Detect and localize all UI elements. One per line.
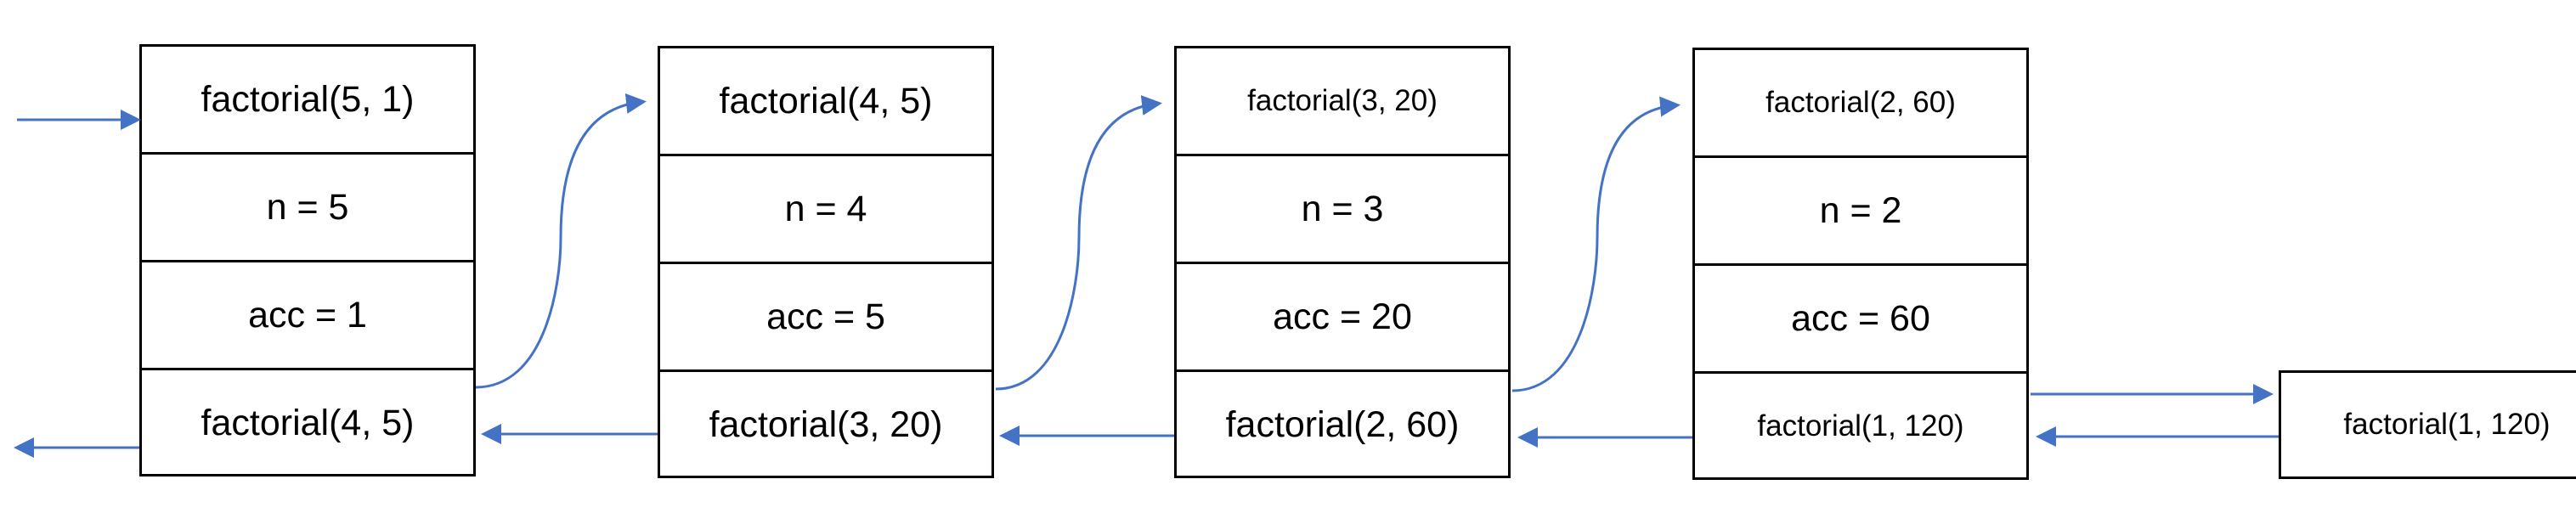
stack-frame-2: factorial(4, 5) n = 4 acc = 5 factorial(… <box>658 46 994 478</box>
stack-frame-3: factorial(3, 20) n = 3 acc = 20 factoria… <box>1174 46 1511 478</box>
stack-frame-4: factorial(2, 60) n = 2 acc = 60 factoria… <box>1692 48 2029 480</box>
frame-call-label: factorial(5, 1) <box>142 47 473 155</box>
frame-call-label: factorial(4, 5) <box>660 48 991 156</box>
frame-n-value: n = 3 <box>1177 156 1508 264</box>
stack-frame-1: factorial(5, 1) n = 5 acc = 1 factorial(… <box>139 44 476 476</box>
call-arrow-2-to-3 <box>995 95 1162 391</box>
frame-call-label: factorial(3, 20) <box>1177 48 1508 156</box>
frame-acc-value: acc = 5 <box>660 264 991 372</box>
frame-next-call: factorial(4, 5) <box>201 402 415 443</box>
frame-acc-value: acc = 20 <box>1177 264 1508 372</box>
frame-call-label: factorial(2, 60) <box>1695 50 2026 158</box>
frame-acc-value: acc = 60 <box>1695 266 2026 374</box>
frame-n-value: n = 4 <box>660 156 991 264</box>
frame-n-value: n = 2 <box>1695 158 2026 266</box>
frame-n-value: n = 5 <box>142 155 473 262</box>
frame-next-call: factorial(3, 20) <box>709 403 943 445</box>
final-stack-frame: factorial(1, 120) <box>2279 370 2576 479</box>
frame-next-call: factorial(2, 60) <box>1225 403 1460 445</box>
frame-acc-value: acc = 1 <box>142 262 473 370</box>
call-arrow-1-to-2 <box>475 93 647 389</box>
call-arrow-3-to-4 <box>1511 96 1681 392</box>
frame-next-call: factorial(1, 120) <box>1757 409 1964 443</box>
